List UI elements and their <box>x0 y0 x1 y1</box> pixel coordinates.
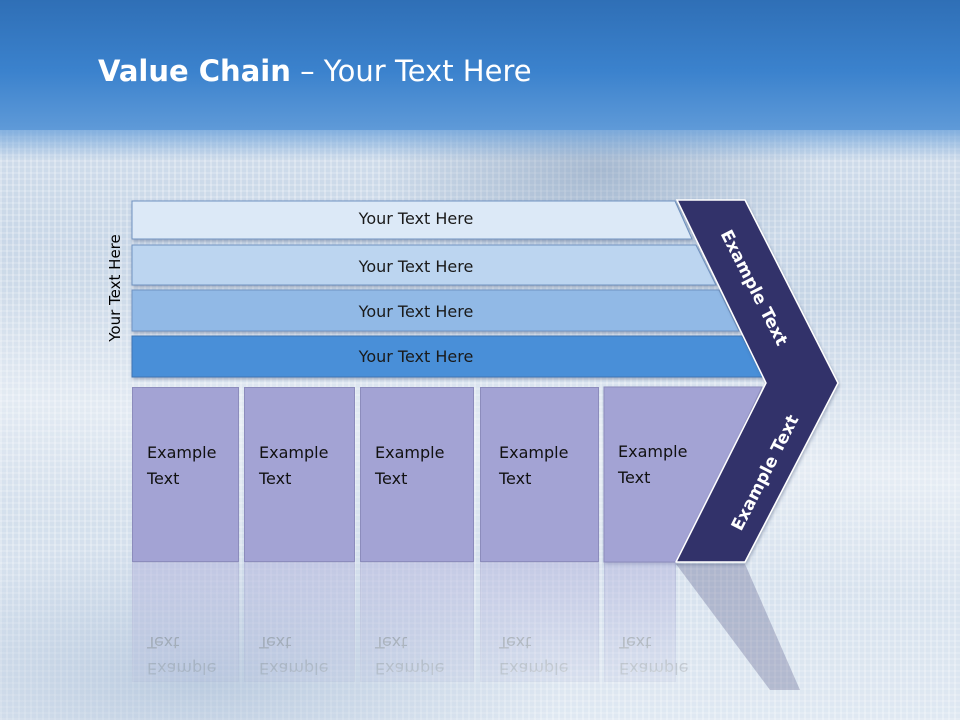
bar-3-shape[interactable] <box>131 289 740 332</box>
slide-title-bold: Value Chain <box>98 54 291 88</box>
reflection-box-2-text: Example Text <box>259 629 328 681</box>
activity-box-3-line2: Text <box>375 469 408 488</box>
activity-box-1-line1: Example <box>147 443 217 462</box>
reflection-box-1-line2: Text <box>147 633 180 652</box>
reflection-box-3-line1: Example <box>375 659 445 678</box>
bar-2-label: Your Text Here <box>358 257 474 276</box>
activity-box-3-text: Example Text <box>375 440 444 492</box>
activity-box-4-line1: Example <box>499 443 569 462</box>
activity-box-2[interactable]: Example Text <box>244 387 355 562</box>
reflection-box-2-line2: Text <box>259 633 292 652</box>
bar-1-shape[interactable] <box>131 200 693 240</box>
reflection-box-4-text: Example Text <box>499 629 568 681</box>
bar-3-label: Your Text Here <box>358 302 474 321</box>
activity-box-3-line1: Example <box>375 443 445 462</box>
activity-box-4[interactable]: Example Text <box>480 387 599 562</box>
reflection-box-4: Example Text <box>480 562 599 682</box>
reflection-box-1-text: Example Text <box>147 629 216 681</box>
activity-box-4-text: Example Text <box>499 440 568 492</box>
chevron-reflection <box>676 564 800 690</box>
slide-title[interactable]: Value Chain – Your Text Here <box>98 54 532 88</box>
title-banner <box>0 0 960 160</box>
reflection-box-1: Example Text <box>132 562 239 682</box>
reflection-box-1-line1: Example <box>147 659 217 678</box>
slide-title-rest: – Your Text Here <box>290 54 532 88</box>
reflection-box-5-line2: Text <box>619 633 652 652</box>
activity-box-2-text: Example Text <box>259 440 328 492</box>
bar-4-label: Your Text Here <box>358 347 474 366</box>
activity-box-2-line1: Example <box>259 443 329 462</box>
bar-2-shape[interactable] <box>131 244 717 286</box>
boxes-reflection: Example Text Example Text Example Text E… <box>0 562 960 720</box>
reflection-box-4-line1: Example <box>499 659 569 678</box>
activity-box-4-line2: Text <box>499 469 532 488</box>
bar-1-label: Your Text Here <box>358 209 474 228</box>
reflection-box-3-line2: Text <box>375 633 408 652</box>
reflection-box-4-line2: Text <box>499 633 532 652</box>
activity-box-2-line2: Text <box>259 469 292 488</box>
activity-box-5-line1: Example <box>618 442 688 461</box>
activity-box-5: Example Text <box>604 387 704 562</box>
activity-box-3[interactable]: Example Text <box>360 387 474 562</box>
chevron-arrow-shape[interactable] <box>674 199 839 563</box>
reflection-box-5-line1: Example <box>619 659 689 678</box>
reflection-box-2: Example Text <box>244 562 355 682</box>
activity-box-1-text: Example Text <box>147 440 216 492</box>
reflection-box-2-line1: Example <box>259 659 329 678</box>
activity-box-1-line2: Text <box>147 469 180 488</box>
reflection-box-3-text: Example Text <box>375 629 444 681</box>
reflection-box-3: Example Text <box>360 562 474 682</box>
reflection-box-5: Example Text <box>604 562 688 682</box>
reflection-box-5-text: Example Text <box>619 629 688 681</box>
activity-box-5-text: Example Text <box>618 439 687 491</box>
activity-box-5-line2: Text <box>618 468 651 487</box>
activity-box-1[interactable]: Example Text <box>132 387 239 562</box>
